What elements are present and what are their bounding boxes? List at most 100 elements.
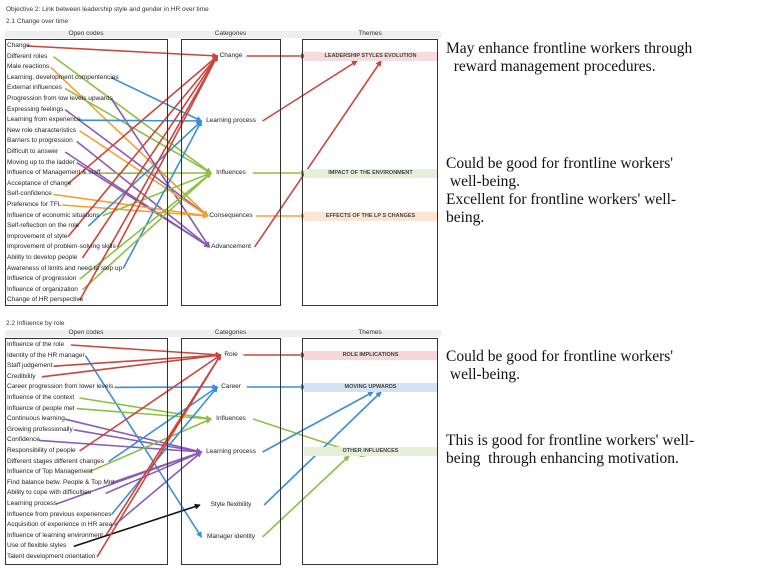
open-code: Awareness of limits and need to step up — [7, 264, 123, 272]
theme-label: IMPACT OF THE ENVIRONMENT — [304, 168, 437, 178]
annotation-note: This is good for frontline workers' well… — [446, 432, 695, 467]
open-codes-header: Open codes — [68, 30, 104, 37]
theme-label: ROLE IMPLICATIONS — [304, 350, 437, 360]
open-codes-box — [5, 39, 168, 306]
code-to-category-arrow — [84, 355, 203, 538]
open-code: Influence of Management & staff — [7, 169, 101, 177]
code-to-category-arrow — [67, 55, 219, 185]
category-label: Influences — [216, 169, 246, 176]
open-code: Influence of learning environment — [7, 531, 104, 539]
code-to-category-arrow — [41, 352, 222, 378]
open-code: Expressing feelings — [7, 105, 64, 113]
open-code: Use of flexible styles — [7, 542, 67, 550]
open-code: Find balance betw. People & Top Mnt — [7, 478, 115, 486]
code-to-category-arrow — [70, 344, 222, 358]
category-label: Consequences — [209, 212, 253, 219]
code-to-category-arrow — [81, 55, 219, 259]
open-code: Responsibility of people — [7, 447, 76, 454]
objective-heading: Objective 2: Link between leadership sty… — [6, 6, 209, 13]
open-code: Influence of progression — [7, 275, 77, 283]
open-code: Moving up to the ladder — [7, 158, 75, 166]
code-to-category-arrow — [67, 55, 219, 238]
open-code: Identity of the HR manager — [7, 351, 85, 359]
code-to-category-arrow — [38, 439, 203, 455]
open-code: Influence of the context — [7, 394, 75, 401]
code-to-category-arrow — [108, 386, 219, 463]
code-to-category-arrow — [102, 172, 212, 217]
code-to-category-arrow — [27, 45, 219, 59]
code-to-category-arrow — [113, 451, 203, 526]
section-title: 2.2 Influence by role — [6, 320, 65, 327]
open-code: Difficult to answer — [7, 148, 59, 155]
themes-header: Themes — [358, 329, 382, 336]
open-code: Self-reflection on the role — [7, 222, 80, 230]
category-to-theme-arrow — [262, 391, 374, 453]
categories-box — [181, 39, 281, 306]
open-code: Improvement of style — [7, 232, 68, 240]
theme-label: LEADERSHIP STYLES EVOLUTION — [304, 51, 437, 61]
category-to-theme-arrow — [253, 60, 382, 248]
open-code: Influence from previous experiences — [7, 510, 112, 518]
open-code: Learning process — [7, 500, 57, 507]
open-code: Staff judgement — [7, 362, 53, 370]
themes-box — [302, 338, 438, 565]
category-label: Role — [224, 351, 238, 358]
open-code: Improvement of problem-solving skills — [7, 243, 116, 251]
open-code: Learning, development compentencies — [7, 73, 119, 81]
open-code: Different roles — [7, 52, 48, 60]
header-band — [5, 31, 441, 38]
category-label: Learning process — [206, 448, 256, 455]
open-code: Influence of economic situations — [7, 211, 100, 219]
code-to-category-arrow — [110, 386, 219, 516]
code-to-category-arrow — [73, 503, 201, 548]
open-code: Growing professionally — [7, 425, 73, 433]
open-code: Male reactions — [7, 63, 50, 71]
code-to-category-arrow — [62, 204, 209, 219]
code-to-category-arrow — [64, 87, 212, 174]
code-to-category-arrow — [53, 352, 222, 367]
open-code: External influences — [7, 84, 62, 92]
themes-box — [302, 39, 438, 306]
code-to-category-arrow — [76, 161, 211, 248]
open-code: Change — [7, 42, 30, 49]
annotation-note: Could be good for frontline workers' wel… — [446, 155, 677, 226]
theme-label: EFFECTS OF THE LP S CHANGES — [304, 211, 437, 221]
open-code: Acquisition of experience in HR area — [7, 521, 113, 529]
header-band — [5, 330, 441, 337]
code-to-category-arrow — [96, 354, 222, 558]
open-code: Learning from experience — [7, 116, 81, 124]
theme-label: OTHER INFLUENCES — [304, 446, 437, 456]
open-code: Preference for TFL — [7, 201, 62, 208]
code-to-category-arrow — [76, 140, 211, 248]
open-code: Continuous learning — [7, 415, 65, 423]
categories-box — [181, 338, 281, 565]
categories-header: Categories — [214, 329, 247, 336]
code-to-category-arrow — [78, 55, 219, 301]
theme-label: MOVING UPWARDS — [304, 382, 437, 392]
category-to-theme-arrow — [262, 455, 350, 538]
category-to-theme-arrow — [262, 60, 358, 122]
code-to-category-arrow — [64, 418, 203, 454]
open-code: Career progression from lower levels — [7, 383, 114, 391]
open-codes-box — [5, 338, 168, 565]
category-label: Learning process — [206, 117, 256, 124]
annotation-note: Could be good for frontline workers' wel… — [446, 348, 674, 383]
section-title: 2.1 Change over time — [6, 18, 69, 25]
open-code: Credibility — [7, 372, 36, 380]
code-to-category-arrow — [79, 354, 222, 452]
open-code: Progression from low levels upwards — [7, 95, 113, 102]
open-code: New role characteristics — [7, 126, 76, 134]
themes-header: Themes — [358, 30, 382, 37]
category-label: Style flexibility — [210, 501, 252, 508]
category-label: Influences — [216, 415, 246, 422]
category-label: Manager identity — [206, 533, 256, 540]
code-to-category-arrow — [56, 450, 203, 505]
category-label: Career — [221, 383, 241, 390]
categories-header: Categories — [214, 30, 247, 37]
annotation-note: May enhance frontline workers through re… — [446, 40, 693, 75]
code-to-category-arrow — [79, 397, 212, 422]
open-code: Change of HR perspective — [7, 296, 84, 304]
code-to-category-arrow — [76, 407, 212, 422]
category-label: Change — [219, 52, 243, 59]
